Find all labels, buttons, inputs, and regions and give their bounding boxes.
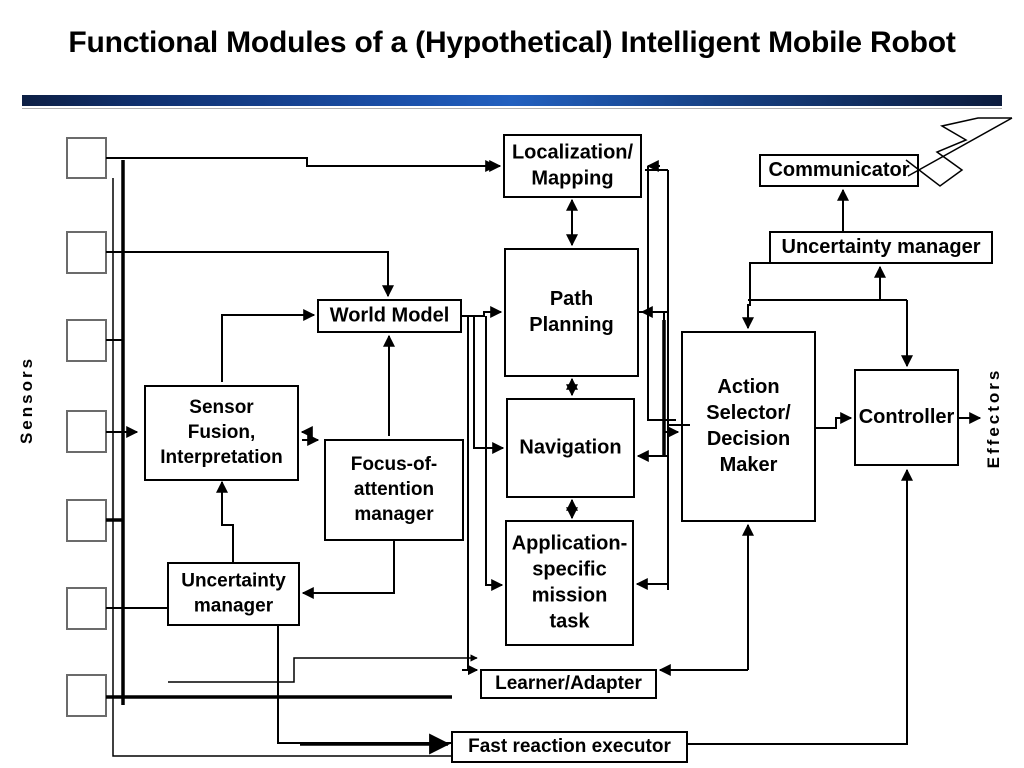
effectors-side-label: Effectors [984, 368, 1003, 469]
module-box-controller[interactable] [854, 369, 959, 466]
module-communicator[interactable]: Communicator [759, 154, 919, 187]
title-accent-bar-shadow [22, 108, 1002, 109]
module-application-mission[interactable]: Application-specific mission task [505, 520, 634, 646]
module-label-action-selector: Decision [707, 428, 790, 450]
sensor-box[interactable] [66, 499, 107, 542]
module-world-model[interactable]: World Model [317, 299, 462, 333]
module-box-world-model[interactable] [317, 299, 462, 333]
module-box-learner-adapter[interactable] [480, 669, 657, 699]
sensor-box[interactable] [66, 410, 107, 453]
module-label-application-mission: task [549, 610, 590, 632]
module-box-localization-mapping[interactable] [503, 134, 642, 198]
module-label-path-planning: Planning [529, 314, 613, 336]
title-accent-bar [22, 95, 1002, 106]
module-label-learner-adapter: Learner/Adapter [495, 673, 642, 694]
module-box-navigation[interactable] [506, 398, 635, 498]
module-uncertainty-manager-left[interactable]: Uncertainty manager [167, 562, 300, 626]
module-label-communicator: Communicator [768, 159, 909, 181]
module-label-action-selector: Action [717, 376, 779, 398]
sensor-box[interactable] [66, 674, 107, 717]
module-box-communicator[interactable] [759, 154, 919, 187]
module-label-world-model: World Model [330, 304, 450, 326]
module-label-focus-of-attention: attention [354, 479, 434, 500]
module-uncertainty-manager-right[interactable]: Uncertainty manager [769, 231, 993, 264]
module-label-sensor-fusion: Fusion, [188, 422, 256, 443]
module-box-action-selector[interactable] [681, 331, 816, 522]
module-label-controller: Controller [859, 406, 955, 428]
module-label-focus-of-attention: Focus-of- [351, 454, 438, 475]
module-fast-reaction-executor[interactable]: Fast reaction executor [451, 731, 688, 763]
module-controller[interactable]: Controller [854, 369, 959, 466]
module-box-focus-of-attention[interactable] [324, 439, 464, 541]
module-label-localization-mapping: Localization/ [512, 141, 634, 163]
module-label-uncertainty-manager-left: Uncertainty [181, 571, 286, 592]
module-learner-adapter[interactable]: Learner/Adapter [480, 669, 657, 699]
sensor-box[interactable] [66, 231, 107, 274]
module-label-path-planning: Path [550, 288, 593, 310]
module-focus-of-attention[interactable]: Focus-of-attention manager [324, 439, 464, 541]
module-box-path-planning[interactable] [504, 248, 639, 377]
module-box-sensor-fusion[interactable] [144, 385, 299, 481]
module-label-action-selector: Selector/ [706, 402, 791, 424]
module-navigation[interactable]: Navigation [506, 398, 635, 498]
module-label-sensor-fusion: Sensor [189, 397, 254, 418]
sensors-side-label: Sensors [17, 356, 36, 444]
module-label-navigation: Navigation [519, 436, 621, 458]
module-label-sensor-fusion: Interpretation [160, 447, 282, 468]
module-label-fast-reaction-executor: Fast reaction executor [468, 736, 671, 757]
module-box-application-mission[interactable] [505, 520, 634, 646]
module-label-action-selector: Maker [720, 454, 778, 476]
module-box-fast-reaction-executor[interactable] [451, 731, 688, 763]
sensor-stack [66, 137, 107, 717]
module-label-uncertainty-manager-right: Uncertainty manager [782, 236, 981, 258]
module-label-focus-of-attention: manager [354, 504, 434, 525]
module-label-uncertainty-manager-left: manager [194, 596, 274, 617]
module-wiring [168, 160, 982, 755]
module-label-localization-mapping: Mapping [531, 167, 613, 189]
module-box-uncertainty-manager-right[interactable] [769, 231, 993, 264]
module-localization-mapping[interactable]: Localization/Mapping [503, 134, 642, 198]
radio-signal-icon [905, 117, 1013, 187]
page-title: Functional Modules of a (Hypothetical) I… [68, 26, 956, 59]
module-label-application-mission: specific [532, 558, 606, 580]
sensor-box[interactable] [66, 137, 107, 179]
sensor-box[interactable] [66, 587, 107, 630]
module-label-application-mission: mission [532, 584, 608, 606]
sensor-box[interactable] [66, 319, 107, 362]
module-label-application-mission: Application- [512, 532, 628, 554]
